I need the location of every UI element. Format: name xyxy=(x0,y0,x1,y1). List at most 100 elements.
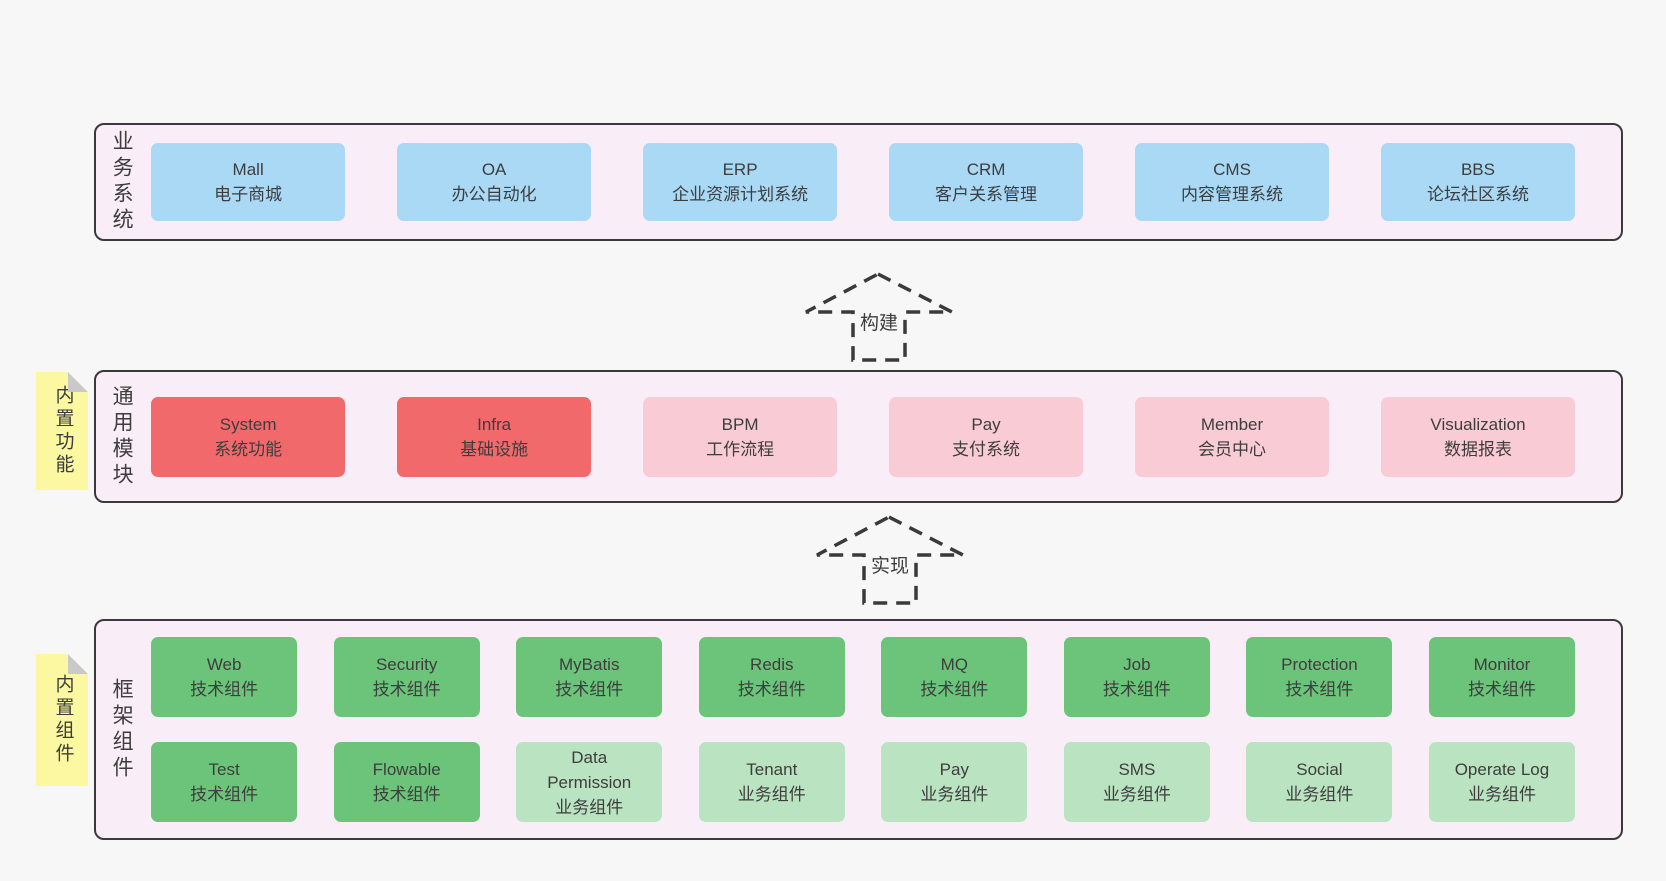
box-title: Operate Log xyxy=(1454,760,1550,779)
sticky-note-builtin-features: 内置功能 xyxy=(36,372,88,490)
component-box-data-permission: Data Permission 业务组件 xyxy=(516,742,663,822)
folded-corner-icon xyxy=(68,654,88,674)
box-title: OA xyxy=(481,160,507,179)
business-box-erp: ERP 企业资源计划系统 xyxy=(643,143,838,221)
box-title: Job xyxy=(1123,655,1151,674)
box-title: Test xyxy=(208,760,240,779)
business-box-bbs: BBS 论坛社区系统 xyxy=(1380,143,1575,221)
band-business-systems: 业务系统 Mall 电子商城 OA 办公自动化 ERP 企业资源计划系统 CRM… xyxy=(94,123,1623,241)
box-subtitle: 技术组件 xyxy=(1285,680,1354,699)
box-subtitle: 电子商城 xyxy=(214,185,283,204)
box-subtitle: 基础设施 xyxy=(460,439,529,459)
box-subtitle: 工作流程 xyxy=(706,439,775,459)
modules-boxes-row: System 系统功能 Infra 基础设施 BPM 工作流程 Pay 支付系统… xyxy=(151,396,1575,477)
implement-arrow-label: 实现 xyxy=(866,548,914,581)
component-box-sms: SMS 业务组件 xyxy=(1063,742,1210,822)
sticky-text: 内置功能 xyxy=(52,385,74,477)
box-title: Pay xyxy=(971,414,1001,434)
box-subtitle: 业务组件 xyxy=(1285,785,1354,804)
components-rows: Web 技术组件 Security 技术组件 MyBatis 技术组件 Redi… xyxy=(151,637,1575,822)
box-subtitle: 系统功能 xyxy=(214,439,283,459)
component-box-operate-log: Operate Log 业务组件 xyxy=(1428,742,1575,822)
sticky-note-builtin-components: 内置组件 xyxy=(36,654,88,786)
component-box-redis: Redis 技术组件 xyxy=(698,637,845,717)
box-subtitle: 技术组件 xyxy=(372,785,441,804)
box-subtitle: 技术组件 xyxy=(1467,680,1536,699)
box-title: Visualization xyxy=(1430,414,1526,434)
business-box-mall: Mall 电子商城 xyxy=(151,143,346,221)
module-box-infra: Infra 基础设施 xyxy=(397,396,592,477)
box-subtitle: 技术组件 xyxy=(190,680,259,699)
box-subtitle: 业务组件 xyxy=(555,797,624,817)
box-subtitle: 业务组件 xyxy=(1102,785,1171,804)
components-row-2: Test 技术组件 Flowable 技术组件 Data Permission … xyxy=(151,742,1575,822)
box-title: BBS xyxy=(1460,160,1495,179)
component-box-monitor: Monitor 技术组件 xyxy=(1428,637,1575,717)
component-box-protection: Protection 技术组件 xyxy=(1246,637,1393,717)
component-box-mq: MQ 技术组件 xyxy=(881,637,1028,717)
box-title: BPM xyxy=(721,414,759,434)
box-title: Social xyxy=(1296,760,1343,779)
components-row-1: Web 技术组件 Security 技术组件 MyBatis 技术组件 Redi… xyxy=(151,637,1575,717)
box-subtitle: 业务组件 xyxy=(737,785,806,804)
band-common-modules: 通用模块 System 系统功能 Infra 基础设施 BPM 工作流程 Pay… xyxy=(94,370,1623,503)
box-title: CMS xyxy=(1213,160,1251,179)
box-title: Pay xyxy=(939,760,969,779)
component-box-security: Security 技术组件 xyxy=(333,637,480,717)
box-title: Web xyxy=(206,655,242,674)
box-subtitle: 技术组件 xyxy=(190,785,259,804)
component-box-social: Social 业务组件 xyxy=(1246,742,1393,822)
box-subtitle: 论坛社区系统 xyxy=(1426,185,1529,204)
box-title: SMS xyxy=(1118,760,1156,779)
business-box-crm: CRM 客户关系管理 xyxy=(889,143,1084,221)
build-arrow-label: 构建 xyxy=(855,305,903,338)
component-box-mybatis: MyBatis 技术组件 xyxy=(516,637,663,717)
box-subtitle: 业务组件 xyxy=(920,785,989,804)
box-title: Monitor xyxy=(1473,655,1531,674)
box-subtitle: 企业资源计划系统 xyxy=(672,185,809,204)
box-subtitle: 技术组件 xyxy=(737,680,806,699)
box-title: Security xyxy=(375,655,438,674)
folded-corner-icon xyxy=(68,372,88,392)
component-box-test: Test 技术组件 xyxy=(151,742,298,822)
module-box-pay: Pay 支付系统 xyxy=(889,396,1084,477)
band-components-label: 框架组件 xyxy=(110,677,134,782)
box-title: System xyxy=(219,414,277,434)
component-box-web: Web 技术组件 xyxy=(151,637,298,717)
component-box-pay: Pay 业务组件 xyxy=(881,742,1028,822)
box-title: Infra xyxy=(477,414,512,434)
box-title: Tenant xyxy=(746,760,798,779)
box-subtitle: 客户关系管理 xyxy=(935,185,1038,204)
box-subtitle: 支付系统 xyxy=(952,439,1021,459)
module-box-visualization: Visualization 数据报表 xyxy=(1380,396,1575,477)
business-boxes-row: Mall 电子商城 OA 办公自动化 ERP 企业资源计划系统 CRM 客户关系… xyxy=(151,143,1575,221)
module-box-system: System 系统功能 xyxy=(151,396,346,477)
box-subtitle: 会员中心 xyxy=(1198,439,1267,459)
box-title: Member xyxy=(1200,414,1264,434)
box-title: MQ xyxy=(940,655,969,674)
box-title: Flowable xyxy=(372,760,441,779)
box-subtitle: 内容管理系统 xyxy=(1181,185,1284,204)
box-title: CRM xyxy=(966,160,1006,179)
box-subtitle: 业务组件 xyxy=(1467,785,1536,804)
box-title: Protection xyxy=(1281,655,1358,674)
band-business-label: 业务系统 xyxy=(110,130,134,234)
box-title: Mall xyxy=(232,160,264,179)
band-modules-label: 通用模块 xyxy=(110,384,134,489)
box-subtitle: 技术组件 xyxy=(920,680,989,699)
box-title: ERP xyxy=(722,160,758,179)
component-box-tenant: Tenant 业务组件 xyxy=(698,742,845,822)
sticky-text: 内置组件 xyxy=(52,674,74,766)
box-subtitle: 技术组件 xyxy=(1102,680,1171,699)
module-box-bpm: BPM 工作流程 xyxy=(643,396,838,477)
box-subtitle: 技术组件 xyxy=(372,680,441,699)
component-box-flowable: Flowable 技术组件 xyxy=(333,742,480,822)
business-box-cms: CMS 内容管理系统 xyxy=(1135,143,1330,221)
box-subtitle: 数据报表 xyxy=(1443,439,1512,459)
box-subtitle: 办公自动化 xyxy=(451,185,537,204)
box-title: Data Permission xyxy=(547,747,632,792)
business-box-oa: OA 办公自动化 xyxy=(397,143,592,221)
component-box-job: Job 技术组件 xyxy=(1063,637,1210,717)
band-framework-components: 框架组件 Web 技术组件 Security 技术组件 MyBatis 技术组件… xyxy=(94,619,1623,840)
